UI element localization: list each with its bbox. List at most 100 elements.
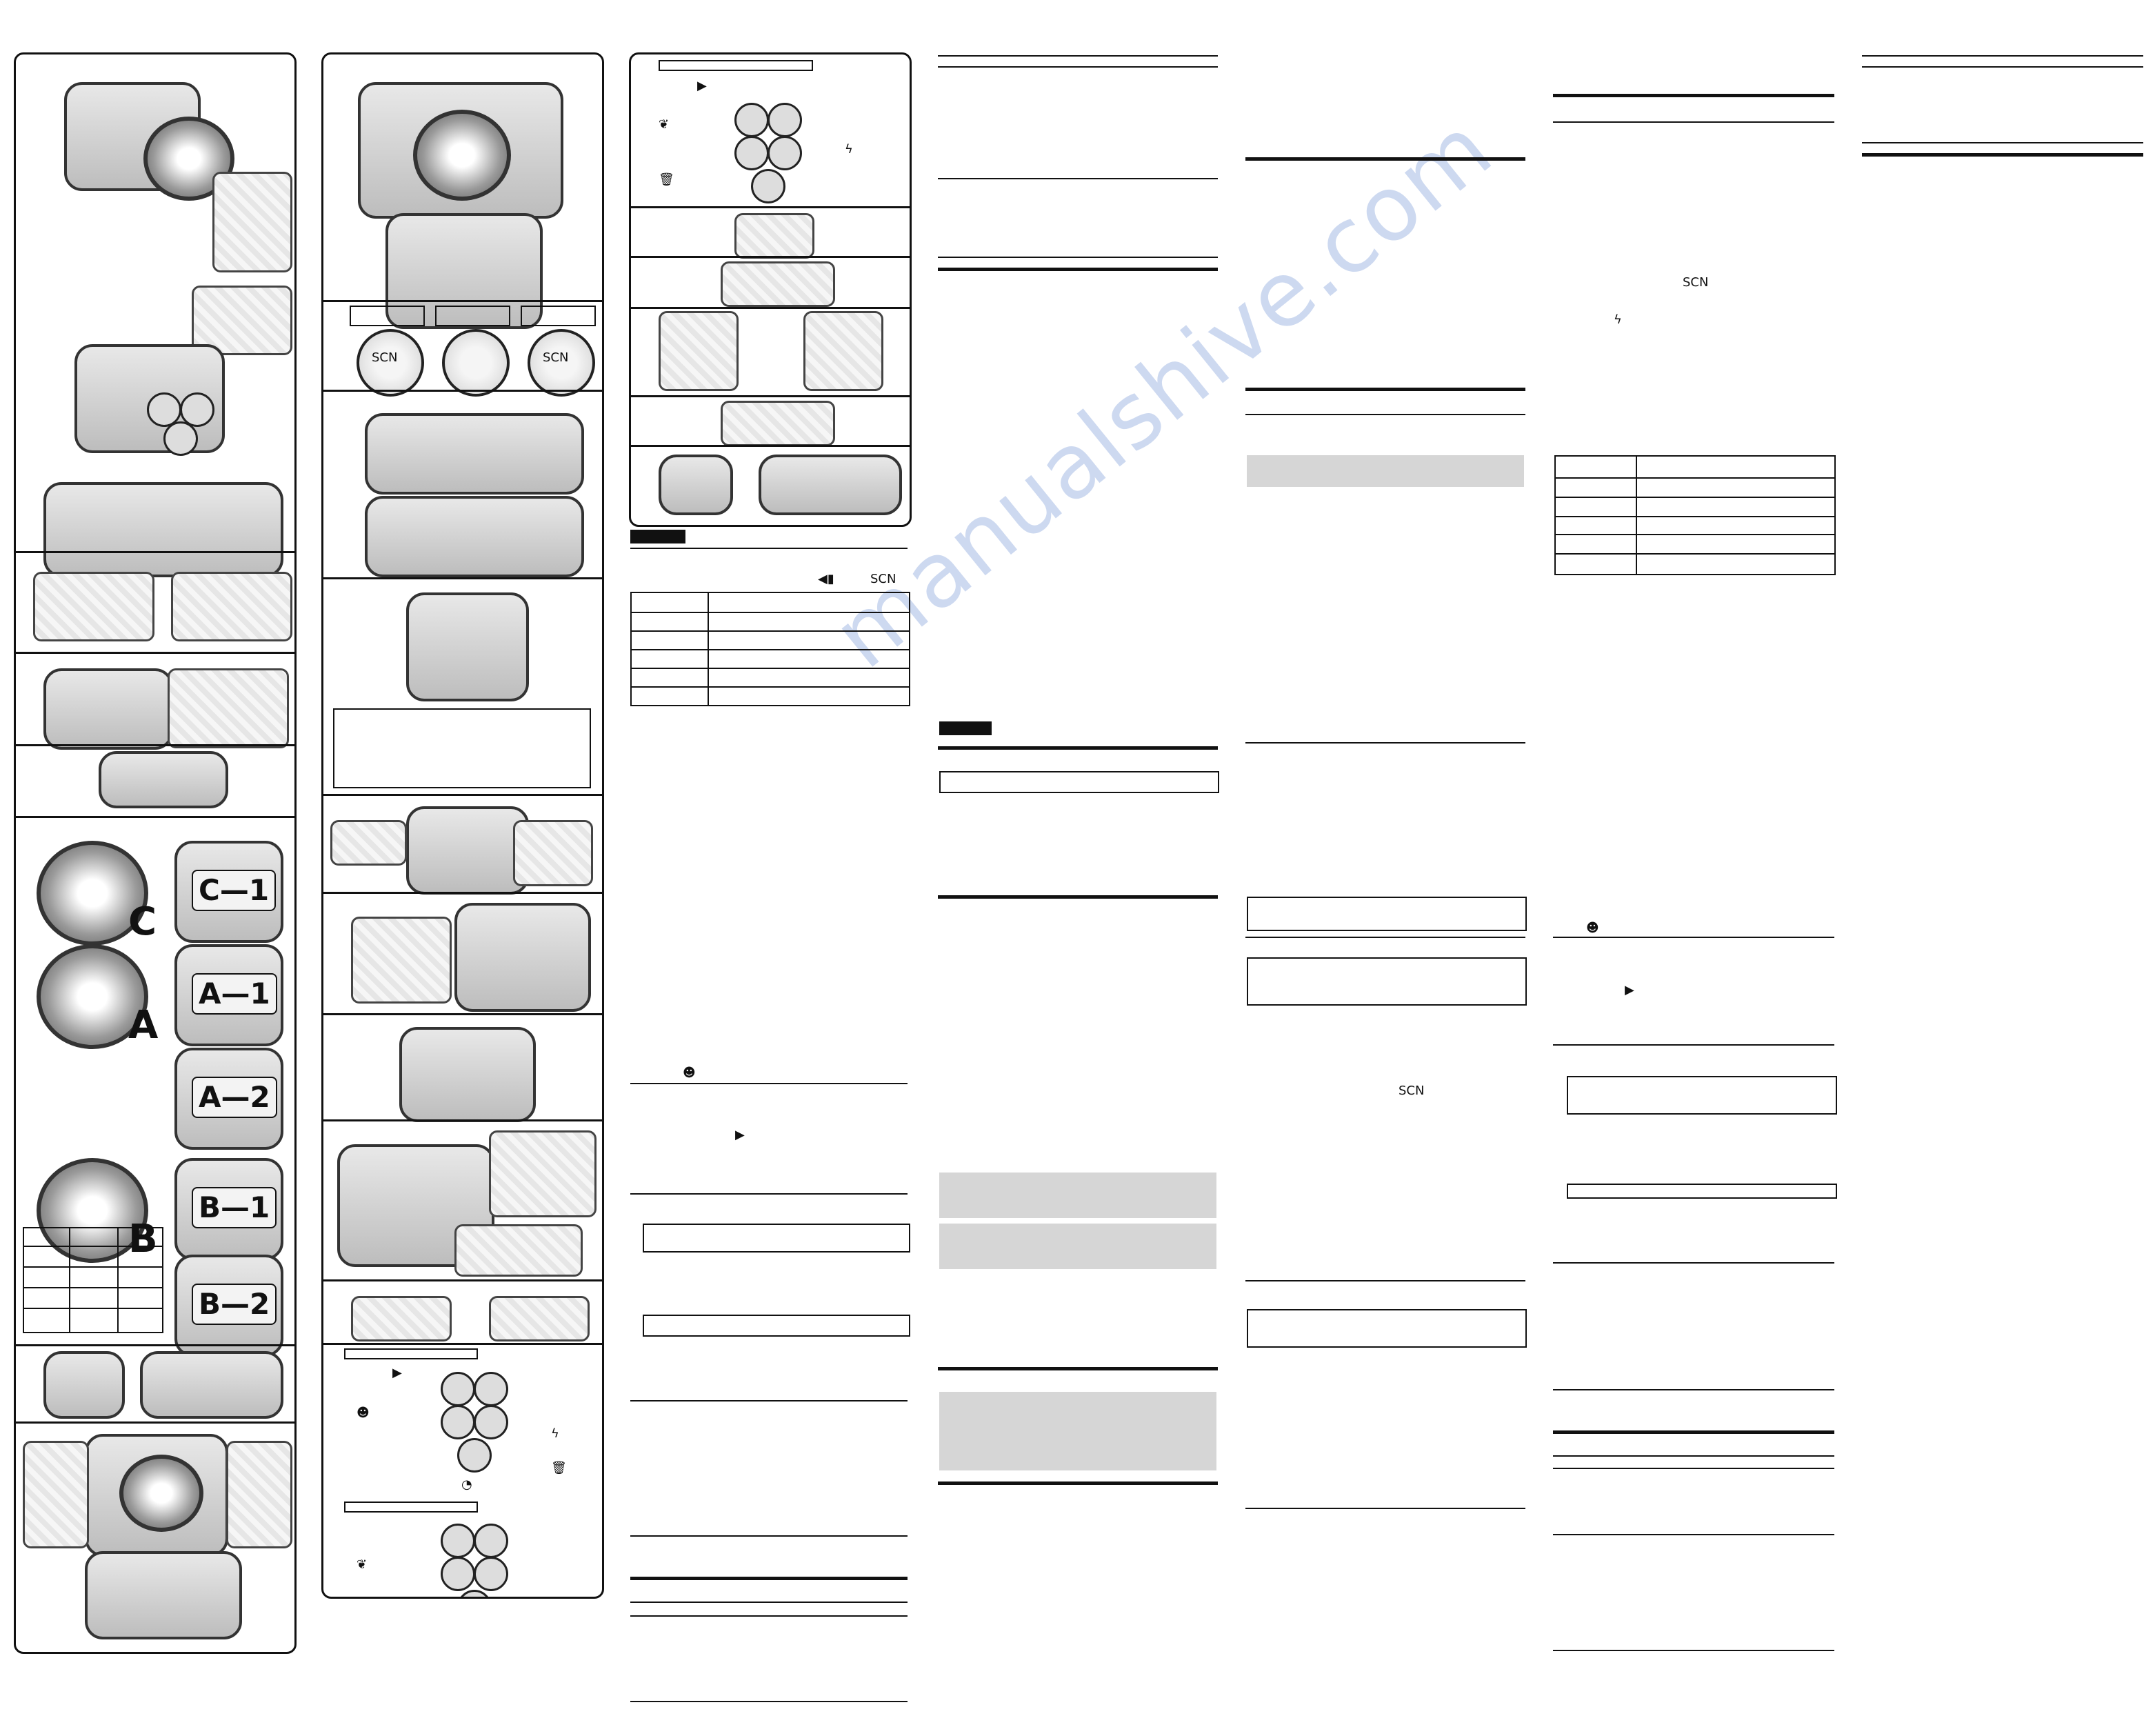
latch-detail — [192, 286, 292, 355]
panel1-divider-5 — [16, 1344, 294, 1346]
flash-icon: ϟ — [551, 1426, 559, 1441]
self-timer-icon: ◔ — [461, 1477, 472, 1492]
panel3-divider-1 — [631, 206, 910, 208]
lens-ring-detail — [212, 172, 292, 272]
col4-rule-e — [938, 268, 1218, 271]
housing-closed-illustration — [406, 592, 529, 701]
latch-close-illustration — [171, 572, 292, 641]
panel3-cluster-left — [659, 311, 739, 391]
adapter-c-label: C — [128, 899, 157, 944]
panel3-lever-2 — [721, 401, 835, 446]
col6-note-box-1 — [1567, 1076, 1837, 1115]
dial-scn-label-1: SCN — [372, 350, 398, 365]
col6-mode-table — [1554, 455, 1836, 575]
col3-rule-a — [630, 548, 908, 549]
button-check-detail-2 — [454, 1224, 583, 1277]
mode-dial-2 — [442, 329, 510, 397]
scene-icon: SCN — [870, 572, 896, 586]
panel2-divider-2 — [323, 390, 602, 392]
panel3-macro-icon: ❦ — [659, 117, 670, 132]
panel3-lever — [721, 261, 835, 307]
col3-rule-g — [630, 1602, 908, 1603]
col6-scene-icon: SCN — [1683, 275, 1709, 290]
playback-icon: ▶ — [392, 1366, 402, 1380]
panel2-divider-4 — [323, 794, 602, 796]
adapter-c1-label: C—1 — [192, 870, 277, 911]
col3-rule-b — [630, 1083, 908, 1084]
button-check-illustration — [337, 1144, 494, 1267]
panel1-divider-4 — [16, 816, 294, 818]
col5-rule-a — [1245, 157, 1525, 161]
panel3-insert-camera — [659, 455, 733, 515]
col3-note-box-1 — [643, 1224, 910, 1253]
col4-rule-c — [938, 178, 1218, 179]
col6-rule-a — [1553, 94, 1834, 97]
panel1-divider-1 — [16, 551, 294, 553]
section-tab-2 — [939, 721, 992, 735]
oring-detail — [168, 668, 289, 748]
mode-box-2 — [435, 306, 510, 326]
adapter-b1-label: B—1 — [192, 1187, 277, 1228]
col3-rule-i — [630, 1701, 908, 1702]
panel3-header — [659, 60, 813, 71]
panel3-cluster-right — [803, 311, 883, 391]
col6-rule-g — [1553, 1430, 1834, 1434]
panel1-divider-6 — [16, 1421, 294, 1424]
col7-rule-b — [1862, 66, 2143, 68]
lever-down-right — [489, 1296, 590, 1341]
col7-rule-d — [1862, 153, 2143, 157]
col5-rule-b — [1245, 388, 1525, 391]
underwater-mode-icon: ◀▮ — [818, 572, 834, 586]
col5-rule-d — [1245, 742, 1525, 744]
col4-rule-a — [938, 55, 1218, 57]
section-tab-1 — [630, 530, 685, 543]
col6-flash-icon: ϟ — [1614, 312, 1622, 327]
buttons-panel: ▶ ❦ ϟ 🗑 — [629, 52, 912, 527]
strap-detail-right — [513, 820, 593, 886]
panel3-open-housing — [759, 455, 902, 515]
col5-note-box-3 — [1247, 1309, 1527, 1348]
col5-rule-e — [1245, 937, 1525, 938]
panel3-flash-icon: ϟ — [845, 142, 853, 157]
adapter-a-label: A — [128, 1003, 159, 1048]
col3-rule-e — [630, 1535, 908, 1537]
strap-detail-left — [330, 820, 407, 866]
col6-rule-k — [1553, 1650, 1834, 1651]
button-check-detail-1 — [489, 1130, 597, 1217]
panel2-divider-3 — [323, 577, 602, 579]
adapter-b2-label: B—2 — [192, 1284, 277, 1325]
left-latch-detail — [23, 1441, 89, 1548]
camera-front-lens — [413, 110, 511, 201]
col6-rule-f — [1553, 1389, 1834, 1390]
col4-shade-2 — [939, 1224, 1216, 1269]
mode-dial-1 — [357, 329, 424, 397]
strap-illustration — [99, 751, 228, 808]
housing-bottom-illustration — [85, 1551, 242, 1639]
col6-playback-icon: ▶ — [1625, 983, 1634, 997]
adapter-c-ring — [37, 841, 148, 946]
insert-camera-illustration — [43, 1351, 125, 1419]
lens-port — [143, 117, 234, 201]
col3-note-box-2 — [643, 1315, 910, 1337]
insert-step-2 — [365, 496, 584, 577]
mode-dial-3 — [528, 329, 595, 397]
col6-rule-i — [1553, 1468, 1834, 1469]
col6-rule-d — [1553, 1044, 1834, 1046]
col3-rule-d — [630, 1400, 908, 1401]
panel2-divider-9 — [323, 1343, 602, 1345]
col6-rule-j — [1553, 1534, 1834, 1535]
panel3-trash-icon: 🗑 — [659, 172, 674, 187]
col4-rule-d — [938, 257, 1218, 258]
open-housing-illustration — [140, 1351, 283, 1419]
col5-rule-f — [1245, 1280, 1525, 1281]
panel2-divider-8 — [323, 1279, 602, 1281]
strap-attach-illustration — [406, 806, 529, 895]
col5-scene-icon: SCN — [1399, 1084, 1425, 1098]
oring-illustration — [43, 668, 173, 750]
compatibility-table — [23, 1227, 163, 1333]
col4-rule-b — [938, 66, 1218, 68]
panel3-divider-4 — [631, 395, 910, 397]
col7-rule-a — [1862, 55, 2143, 57]
col4-rule-f — [938, 746, 1218, 750]
camera-back-illustration — [385, 213, 543, 329]
